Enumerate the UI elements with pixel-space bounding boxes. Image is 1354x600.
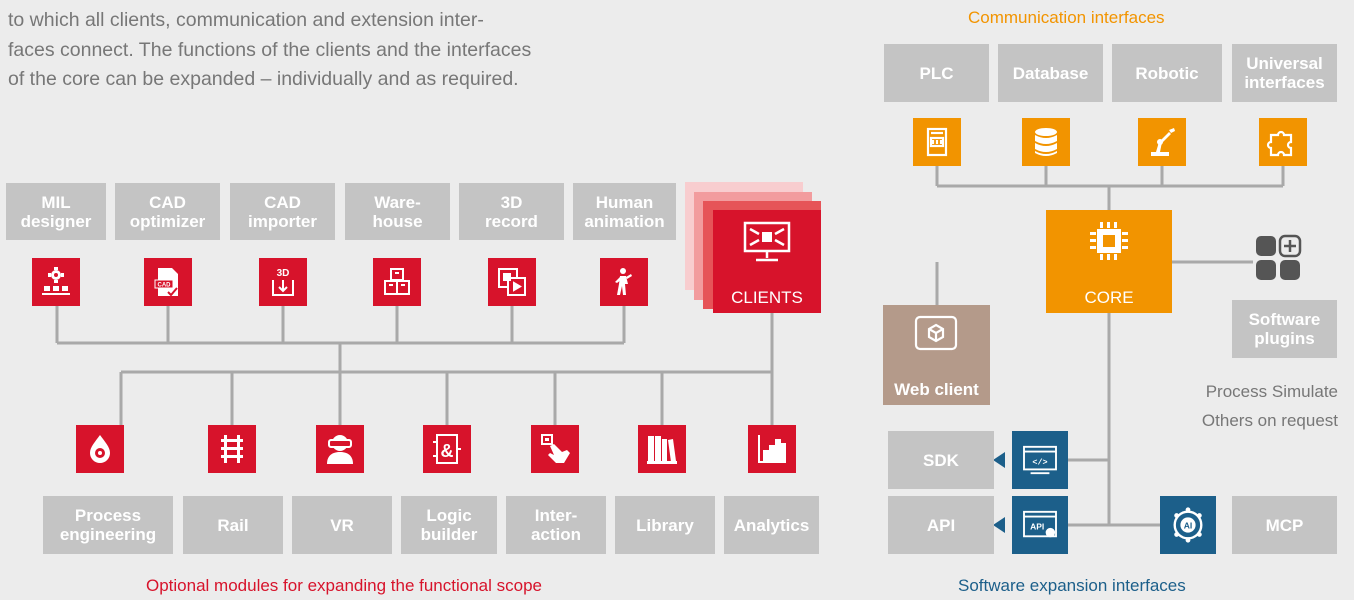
mcp-box: MCP — [1232, 496, 1337, 554]
record-icon — [488, 258, 536, 306]
rail-label: Rail — [217, 515, 249, 535]
vr-label: VR — [330, 515, 354, 535]
interaction-box: Inter- action — [506, 496, 606, 554]
logic-ampersand-icon: & — [423, 425, 471, 473]
plc-box: PLC — [884, 44, 989, 102]
clients-label: CLIENTS — [731, 288, 803, 307]
analytics-label: Analytics — [733, 515, 810, 535]
warehouse-box: Ware- house — [345, 183, 450, 240]
process-simulate-note: Process Simulate — [1205, 382, 1338, 401]
vr-headset-icon — [316, 425, 364, 473]
warehouse-label: Ware- house — [372, 192, 423, 231]
cad-optimizer-label: CAD optimizer — [129, 192, 206, 231]
cad-importer-box: CAD importer — [230, 183, 335, 240]
human-animation-label: Human animation — [584, 192, 665, 231]
intro-line: faces connect. The functions of the clie… — [8, 38, 532, 61]
ampersand-icon-text: & — [441, 441, 454, 461]
library-box: Library — [615, 496, 715, 554]
mcp-label: MCP — [1265, 515, 1304, 535]
sdk-label: SDK — [923, 450, 959, 470]
code-icon-text: </> — [1032, 458, 1047, 468]
web-client-label: Web client — [894, 380, 979, 399]
robotic-label: Robotic — [1135, 63, 1199, 83]
software-plugins-label: Software plugins — [1248, 310, 1321, 348]
touch-hand-icon — [531, 425, 579, 473]
mil-designer-label: MIL designer — [20, 192, 92, 231]
logic-builder-label: Logic builder — [420, 506, 478, 544]
library-label: Library — [636, 515, 694, 535]
others-on-request-note: Others on request — [1201, 411, 1338, 430]
plc-label: PLC — [919, 63, 954, 83]
ai-brain-icon: AI — [1160, 496, 1216, 554]
cad-importer-label: CAD importer — [248, 192, 317, 231]
cad-file-icon: CAD — [144, 258, 192, 306]
universal-interfaces-box: Universal interfaces — [1232, 44, 1337, 102]
chip-icon — [1090, 222, 1128, 260]
monitor-icon — [743, 221, 791, 262]
mil-designer-box: MIL designer — [6, 183, 106, 240]
code-window-icon: </> — [1012, 431, 1068, 489]
communication-interfaces-title: Communication interfaces — [968, 8, 1165, 27]
software-plugins-box: Software plugins — [1232, 300, 1337, 358]
logic-builder-box: Logic builder — [401, 496, 497, 554]
rail-box: Rail — [183, 496, 283, 554]
human-animation-box: Human animation — [573, 183, 676, 240]
ai-icon-text: AI — [1184, 520, 1193, 530]
mannequin-icon — [600, 258, 648, 306]
api-box: API — [888, 496, 994, 554]
process-engineering-box: Process engineering — [43, 496, 173, 554]
3d-record-label: 3D record — [485, 192, 538, 231]
robotic-box: Robotic — [1112, 44, 1222, 102]
process-engineering-label: Process engineering — [59, 506, 157, 544]
drop-gear-icon — [76, 425, 124, 473]
robot-arm-icon — [1138, 118, 1186, 166]
intro-line: to which all clients, communication and … — [8, 9, 484, 31]
api-icon-text: API — [1030, 522, 1044, 532]
analytics-box: Analytics — [724, 496, 819, 554]
plugin-grid-icon — [1253, 226, 1303, 286]
gear-conveyor-icon — [32, 258, 80, 306]
api-window-icon: API — [1012, 496, 1068, 554]
3d-icon-text: 3D — [277, 268, 290, 279]
tablet-cube-icon — [914, 315, 958, 351]
core-label: CORE — [1084, 288, 1134, 307]
clients-hub: CLIENTS — [713, 210, 821, 313]
vr-box: VR — [292, 496, 392, 554]
optional-modules-caption: Optional modules for expanding the funct… — [146, 576, 542, 595]
svg-text:CAD: CAD — [158, 283, 172, 289]
web-client-box: Web client — [883, 305, 990, 405]
3d-import-icon: 3D — [259, 258, 307, 306]
rail-icon — [208, 425, 256, 473]
puzzle-icon — [1259, 118, 1307, 166]
core-hub: CORE — [1046, 210, 1172, 313]
cad-optimizer-box: CAD optimizer — [115, 183, 220, 240]
universal-interfaces-label: Universal interfaces — [1244, 54, 1325, 92]
plc-icon — [913, 118, 961, 166]
software-expansion-title: Software expansion interfaces — [958, 576, 1186, 595]
interaction-label: Inter- action — [530, 506, 582, 544]
bar-chart-icon — [748, 425, 796, 473]
intro-paragraph: to which all clients, communication and … — [8, 6, 648, 95]
api-label: API — [926, 515, 956, 535]
books-icon — [638, 425, 686, 473]
warehouse-boxes-icon — [373, 258, 421, 306]
database-icon — [1022, 118, 1070, 166]
intro-line: of the core can be expanded – individual… — [8, 68, 519, 90]
database-label: Database — [1012, 63, 1089, 83]
3d-record-box: 3D record — [459, 183, 564, 240]
database-box: Database — [998, 44, 1103, 102]
sdk-box: SDK — [888, 431, 994, 489]
